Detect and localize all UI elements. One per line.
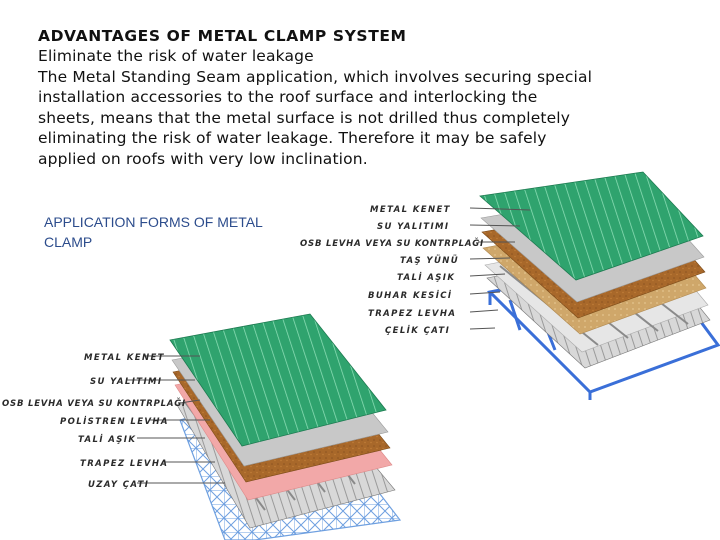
layer-metal-sheet-2 — [169, 313, 387, 447]
label-polistren-levha: POLİSTREN LEVHA — [60, 416, 169, 427]
label-celik-cati: ÇELİK ÇATI — [385, 325, 450, 336]
label-trapez-levha-2: TRAPEZ LEVHA — [80, 459, 168, 469]
label-buhar-kesici: BUHAR KESİCİ — [368, 290, 452, 301]
label-osb-2: OSB LEVHA VEYA SU KONTRPLAĞI — [2, 397, 186, 409]
label-metal-kenet-2: METAL KENET — [84, 353, 165, 363]
bottom-diagram: METAL KENET SU YALITIMI OSB LEVHA VEYA S… — [2, 313, 402, 540]
paragraph-line: applied on roofs with very low inclinati… — [38, 149, 368, 168]
paragraph-line: Eliminate the risk of water leakage — [38, 47, 314, 65]
label-osb: OSB LEVHA VEYA SU KONTRPLAĞI — [300, 237, 484, 249]
subtitle-line: APPLICATION FORMS OF METAL — [44, 214, 263, 230]
text-block: ADVANTAGES OF METAL CLAMP SYSTEM Elimina… — [38, 26, 688, 169]
top-diagram: METAL KENET SU YALITIMI OSB LEVHA VEYA S… — [300, 171, 720, 400]
paragraph-line: installation accessories to the roof sur… — [38, 88, 538, 106]
paragraph-line: eliminating the risk of water leakage. T… — [38, 129, 547, 147]
label-su-yalitimi-2: SU YALITIMI — [90, 377, 162, 387]
label-trapez-levha: TRAPEZ LEVHA — [368, 309, 456, 319]
paragraph-line: sheets, means that the metal surface is … — [38, 108, 571, 127]
paragraph-line: The Metal Standing Seam application, whi… — [38, 67, 593, 86]
page-title: ADVANTAGES OF METAL CLAMP SYSTEM — [38, 27, 407, 45]
label-uzay-cati: UZAY ÇATI — [88, 480, 149, 490]
layer-metal-sheet — [479, 171, 704, 281]
section-subtitle: APPLICATION FORMS OF METAL CLAMP — [44, 212, 294, 252]
label-su-yalitimi: SU YALITIMI — [377, 222, 449, 232]
label-tali-asik-2: TALİ AŞIK — [78, 434, 136, 445]
label-tas-yunu: TAŞ YÜNÜ — [400, 255, 459, 266]
label-metal-kenet: METAL KENET — [370, 205, 451, 215]
label-tali-asik: TALİ AŞIK — [397, 272, 455, 283]
subtitle-line: CLAMP — [44, 234, 93, 250]
